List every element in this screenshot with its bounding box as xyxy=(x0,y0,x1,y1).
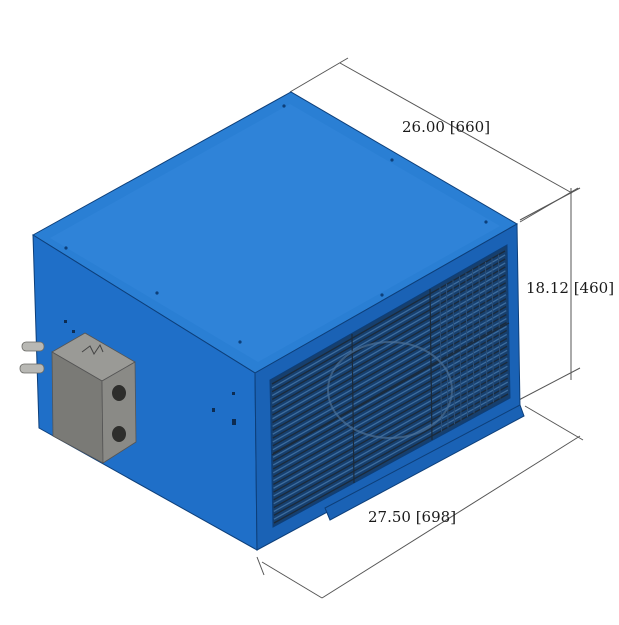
screw-icon xyxy=(484,220,488,224)
junction-box xyxy=(19,332,137,464)
grille-slat xyxy=(273,353,508,485)
grille-fin xyxy=(465,272,468,417)
grille-divider xyxy=(351,333,355,484)
grille-slat xyxy=(272,313,507,447)
grille-slat xyxy=(273,349,508,482)
grille-fin xyxy=(439,287,442,432)
screw-icon xyxy=(390,158,394,162)
grille-slat xyxy=(272,325,507,458)
front-grille xyxy=(269,244,511,528)
grille-slat xyxy=(273,357,508,489)
side-face-holes xyxy=(64,320,236,425)
width-dimension-line xyxy=(321,435,581,599)
depth-dimension-line xyxy=(339,62,573,194)
mounting-flange xyxy=(324,404,525,521)
grille-fin xyxy=(472,269,475,414)
depth-extension-line-back xyxy=(289,57,349,93)
hole-icon xyxy=(72,330,75,333)
grille-fin xyxy=(452,280,455,425)
junction-box-side xyxy=(101,361,137,464)
pipe-fitting-upper xyxy=(21,341,45,352)
top-face-screws xyxy=(64,104,488,344)
width-dimension-line-lower xyxy=(261,561,323,599)
grille-slat xyxy=(272,310,507,443)
grille-slat xyxy=(273,365,508,497)
screw-icon xyxy=(155,291,159,295)
knockout-hole-icon xyxy=(112,385,126,401)
grille-slat xyxy=(272,321,507,455)
screw-icon xyxy=(238,340,242,344)
width-extension-line-right xyxy=(524,405,584,441)
grille-slat xyxy=(272,317,507,451)
grille-slat xyxy=(273,385,509,516)
width-label: 27.50 [698] xyxy=(368,508,456,526)
height-extension-line-bottom xyxy=(514,367,581,403)
height-dimension: 18.12 [460] xyxy=(514,187,614,403)
grille-slat xyxy=(273,393,509,524)
grille-divider xyxy=(429,288,433,441)
grille-slat xyxy=(272,341,508,474)
grille-fin xyxy=(485,261,488,406)
grille-slat xyxy=(272,298,507,431)
depth-label: 26.00 [660] xyxy=(402,118,490,136)
grille-fin xyxy=(478,265,481,410)
screw-icon xyxy=(380,293,384,297)
grille-slat xyxy=(273,389,509,520)
screw-icon xyxy=(282,104,286,108)
knockout-hole-icon xyxy=(112,426,126,442)
grille-slat xyxy=(272,302,507,435)
grille-dividers xyxy=(271,288,510,484)
grille-slat xyxy=(272,306,507,439)
grille-fin xyxy=(498,254,501,399)
label-mark-icon xyxy=(81,343,104,355)
grille-slat xyxy=(272,286,507,420)
grille-slat xyxy=(272,329,507,462)
grille-slat xyxy=(272,333,508,466)
hole-icon xyxy=(232,392,235,395)
top-face-highlight xyxy=(50,104,500,362)
width-extension-line-left xyxy=(256,556,265,576)
screw-icon xyxy=(64,246,68,250)
grille-slat xyxy=(273,361,508,493)
grille-fin xyxy=(446,283,449,428)
grille-fin xyxy=(491,258,494,403)
grille-slat xyxy=(273,369,508,501)
height-extension-line-top xyxy=(519,187,581,221)
width-dimension: 27.50 [698] xyxy=(256,405,584,599)
grille-slat xyxy=(272,290,507,424)
hole-icon xyxy=(212,408,215,412)
height-label: 18.12 [460] xyxy=(526,279,614,297)
grille-divider xyxy=(271,322,510,456)
grille-slat xyxy=(272,337,508,470)
grille-slat xyxy=(273,345,508,478)
depth-dimension: 26.00 [660] xyxy=(289,57,579,223)
grille-slat xyxy=(273,377,508,509)
pipe-fitting-lower xyxy=(19,363,45,374)
grille-slat xyxy=(273,381,509,512)
hole-icon xyxy=(64,320,67,323)
fan-shroud xyxy=(327,341,453,439)
hole-icon xyxy=(232,419,236,425)
grille-slat xyxy=(272,294,507,428)
grille-fin xyxy=(459,276,462,421)
grille-slats xyxy=(271,250,509,524)
